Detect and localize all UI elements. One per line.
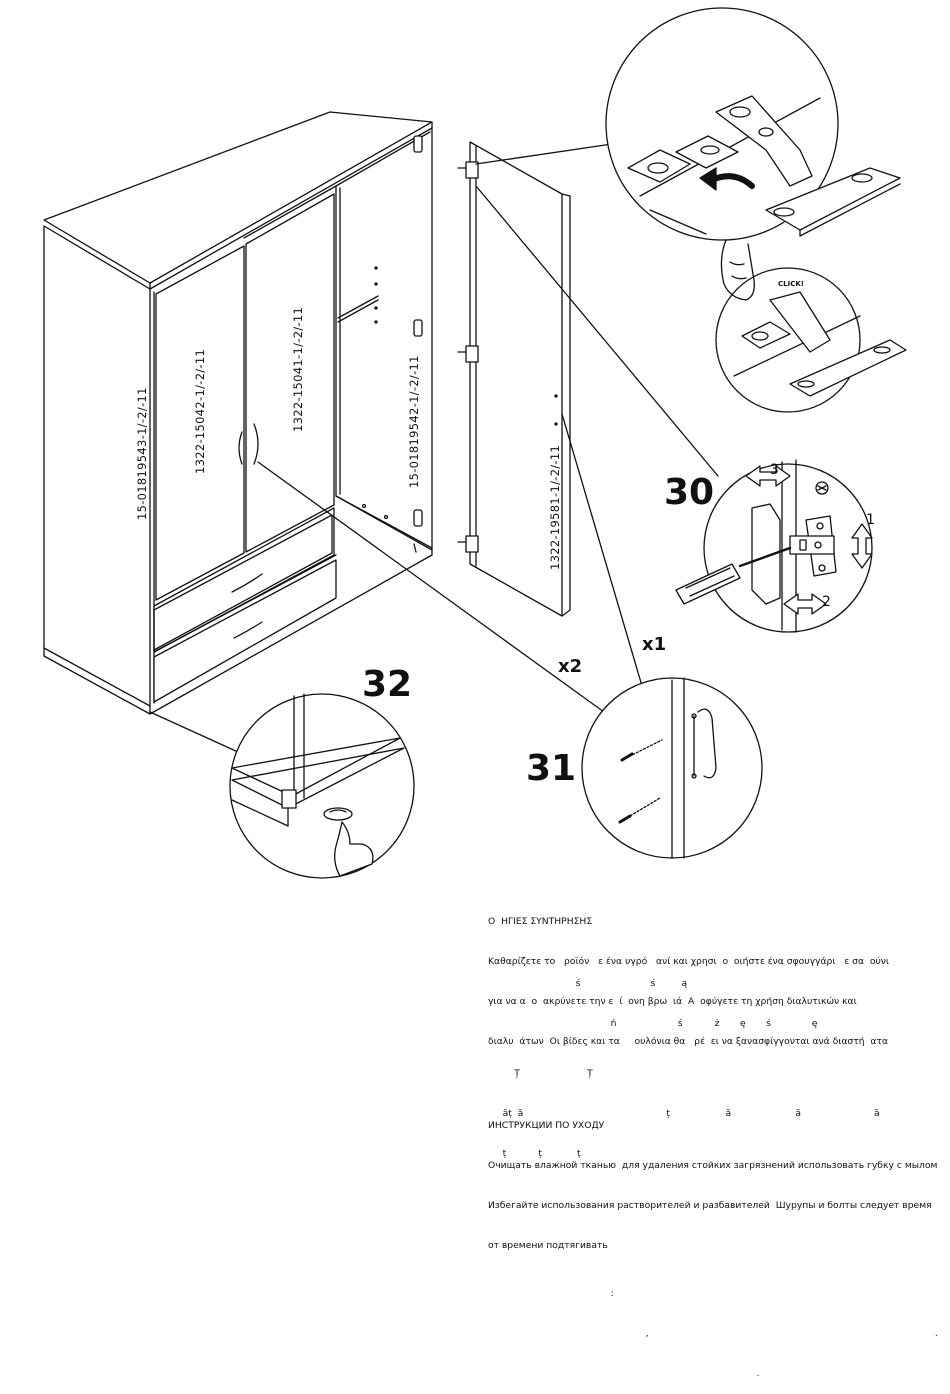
care-russian-line: от времени подтягивать <box>488 1240 608 1252</box>
bumper-detail <box>229 693 415 879</box>
step-31-number: 31 <box>526 748 576 789</box>
care-romanian-line: Ț Ț <box>488 1067 593 1079</box>
care-greek-line: διαλυ άτων Οι βίδες και τα ουλόνια θα ρέ… <box>488 1036 889 1048</box>
step-32-number: 32 <box>362 664 412 705</box>
care-russian-line: Очищать влажной тканью для удаления стой… <box>488 1160 938 1172</box>
care-bottom-line: : <box>488 1287 614 1299</box>
care-bottom: : , . <box>488 1260 938 1394</box>
door-middle-label: 1322-15041-1/-2/-11 <box>291 307 305 432</box>
quantity-hinge: x1 <box>642 634 666 655</box>
door-left-label: 1322-15042-1/-2/-11 <box>193 349 207 474</box>
care-greek-title: Ο ΗΓΙΕΣ ΣΥΝΤΗΡΗΣΗΣ <box>488 915 593 927</box>
hinge-adjust-detail <box>675 459 873 633</box>
arrow-2-label: 2 <box>822 594 831 610</box>
side-left-label: 15-01819543-1/-2/-11 <box>135 387 149 520</box>
wardrobe <box>43 111 433 715</box>
care-greek-line: για να α ο ακρύνετε την ε ί ονη βρω ιά Α… <box>488 996 857 1008</box>
care-romanian-line: ăț ă ț ă ă ă <box>488 1108 880 1120</box>
click-callout: CLICK! <box>778 280 804 288</box>
arrow-1-label: 1 <box>866 512 875 528</box>
care-bottom-line: . <box>488 1368 760 1380</box>
care-greek: Ο ΗΓΙΕΣ ΣΥΝΤΗΡΗΣΗΣ Καθαρίζετε το ροϊόν ε… <box>488 888 889 1062</box>
hinge-click-detail <box>715 239 907 413</box>
leader-lines <box>149 143 719 753</box>
care-romanian-line: ț ț ț <box>488 1148 581 1160</box>
care-bottom-line: , . <box>488 1328 938 1340</box>
door-detached-label: 1322-19581-1/-2/-11 <box>548 445 562 570</box>
care-russian-line: Избегайте использования растворителей и … <box>488 1200 932 1212</box>
care-greek-line: Καθαρίζετε το ροϊόν ε ένα υγρό ανί και χ… <box>488 956 890 968</box>
care-polish-line: ś ś ą <box>488 977 688 989</box>
care-polish: ś ś ą ń ś ż ę ś ę <box>488 950 818 1044</box>
step-30-number: 30 <box>664 472 714 513</box>
assembly-illustration: 15-01819543-1/-2/-11 1322-15042-1/-2/-11… <box>43 7 907 879</box>
arrow-3-label: 3 <box>770 462 779 478</box>
hinge-clip-detail <box>605 7 901 241</box>
care-romanian: Ț Ț ăț ă ț ă ă ă ț ț ț <box>488 1040 880 1174</box>
side-right-label: 15-01819542-1/-2/-11 <box>407 355 421 488</box>
care-polish-line: ń ś ż ę ś ę <box>488 1018 818 1030</box>
quantity-handle: x2 <box>558 656 582 677</box>
care-russian-title: ИНСТРУКЦИИ ПО УХОДУ <box>488 1119 605 1131</box>
care-russian: ИНСТРУКЦИИ ПО УХОДУ Очищать влажной ткан… <box>488 1092 937 1266</box>
handle-detail <box>581 677 763 859</box>
